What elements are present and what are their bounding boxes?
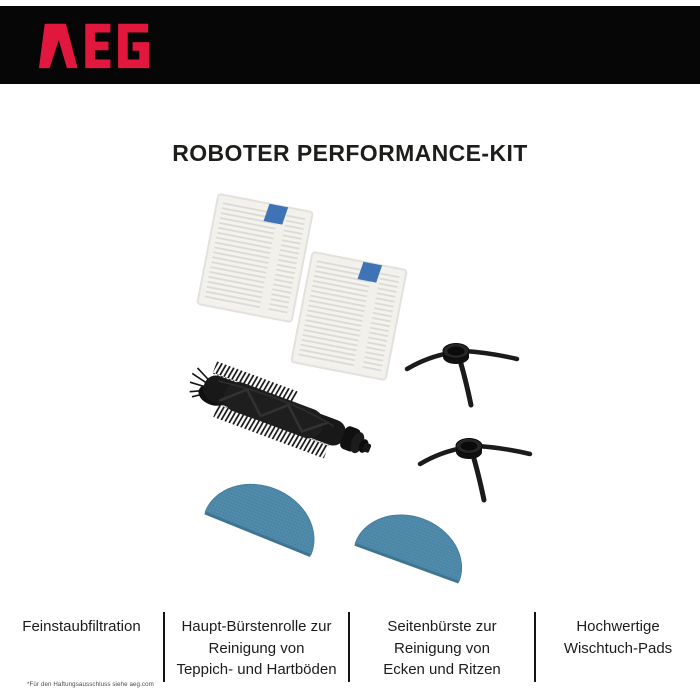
brand-banner: AEG — [0, 6, 700, 84]
caption-divider-2 — [348, 612, 350, 682]
side-brush-2 — [420, 439, 530, 501]
side-brush-1 — [407, 344, 517, 406]
caption-fine-dust-filtration: Feinstaubfiltration — [0, 610, 163, 688]
dust-filter-2 — [290, 250, 408, 382]
caption-line: Ecken und Ritzen — [383, 661, 501, 678]
caption-line: Teppich- und Hartböden — [176, 661, 337, 678]
disclaimer-footnote: *Für den Haftungsausschluss siehe aeg.co… — [27, 681, 154, 688]
caption-line: Haupt-Bürstenrolle zur — [181, 618, 332, 635]
caption-divider-3 — [534, 612, 536, 682]
mop-pad-1 — [203, 467, 330, 558]
caption-mop-pads: Hochwertige Wischtuch-Pads — [536, 610, 700, 688]
mop-pad-2 — [353, 499, 476, 584]
caption-main-brush: Haupt-Bürstenrolle zur Reinigung von Tep… — [165, 610, 348, 688]
product-illustration — [189, 192, 700, 584]
dust-filter-1 — [196, 192, 314, 324]
caption-side-brush: Seitenbürste zur Reinigung von Ecken und… — [350, 610, 534, 688]
brand-name: AEG — [0, 6, 1, 7]
caption-row: Feinstaubfiltration Haupt-Bürstenrolle z… — [0, 610, 700, 688]
caption-divider-1 — [163, 612, 165, 682]
main-brush-roll — [189, 361, 372, 459]
page-title: ROBOTER PERFORMANCE-KIT — [172, 140, 528, 166]
caption-line: Hochwertige — [576, 618, 660, 635]
caption-line: Reinigung von — [208, 639, 305, 657]
caption-line: Wischtuch-Pads — [563, 639, 673, 657]
caption-line: Reinigung von — [394, 639, 490, 657]
aeg-logo-icon — [38, 23, 149, 69]
caption-line: Seitenbürste zur — [387, 618, 497, 635]
caption-line: Feinstaubfiltration — [22, 618, 141, 635]
